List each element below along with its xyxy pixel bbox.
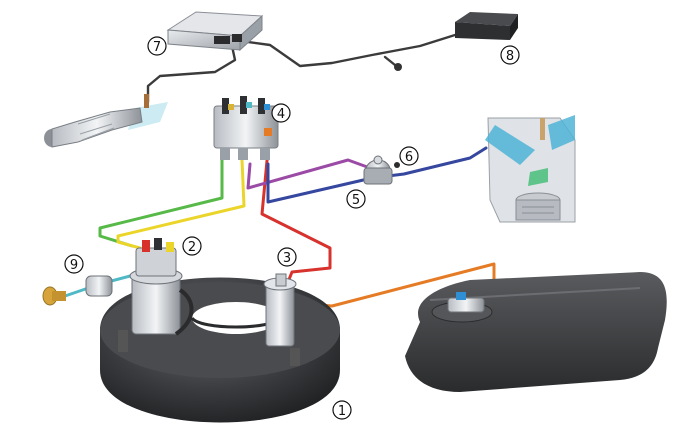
callout-4: 4 — [271, 103, 291, 123]
lambda-sensor — [144, 94, 149, 108]
green-line — [98, 158, 224, 248]
engine-cylinder — [485, 115, 576, 223]
callout-4-label: 4 — [277, 107, 285, 122]
callout-5: 5 — [346, 189, 366, 209]
spark-plug-icon — [540, 118, 545, 140]
multivalve-assembly — [129, 238, 194, 336]
callout-3: 3 — [277, 247, 297, 267]
callout-1-label: 1 — [338, 404, 346, 419]
pressure-sensor — [394, 162, 400, 168]
sender-unit — [263, 273, 297, 347]
callout-1: 1 — [332, 400, 352, 420]
valve-block — [213, 96, 279, 160]
callout-6-label: 6 — [405, 150, 413, 165]
callout-6: 6 — [399, 146, 419, 166]
callout-9-label: 9 — [70, 258, 78, 273]
yellow-line — [116, 158, 246, 250]
fuel-filter — [85, 275, 113, 297]
harness-connector-icon — [394, 63, 402, 71]
filler-neck — [42, 286, 66, 306]
callout-3-label: 3 — [283, 251, 291, 266]
purple-line — [246, 158, 372, 190]
red-line — [260, 148, 332, 284]
callout-9: 9 — [64, 254, 84, 274]
control-module — [455, 12, 518, 40]
catalytic-converter — [44, 94, 168, 148]
callout-8-label: 8 — [506, 49, 514, 64]
spray-cone — [528, 168, 548, 186]
callout-7-label: 7 — [153, 40, 161, 55]
callout-8: 8 — [500, 45, 520, 65]
petrol-tank — [405, 272, 667, 392]
callout-2: 2 — [182, 236, 202, 256]
engine-control-unit — [166, 11, 264, 52]
wiring-harness — [146, 33, 457, 104]
callout-5-label: 5 — [352, 193, 360, 208]
callout-2-label: 2 — [188, 240, 196, 255]
pressure-regulator — [363, 155, 393, 185]
callout-7: 7 — [147, 36, 167, 56]
